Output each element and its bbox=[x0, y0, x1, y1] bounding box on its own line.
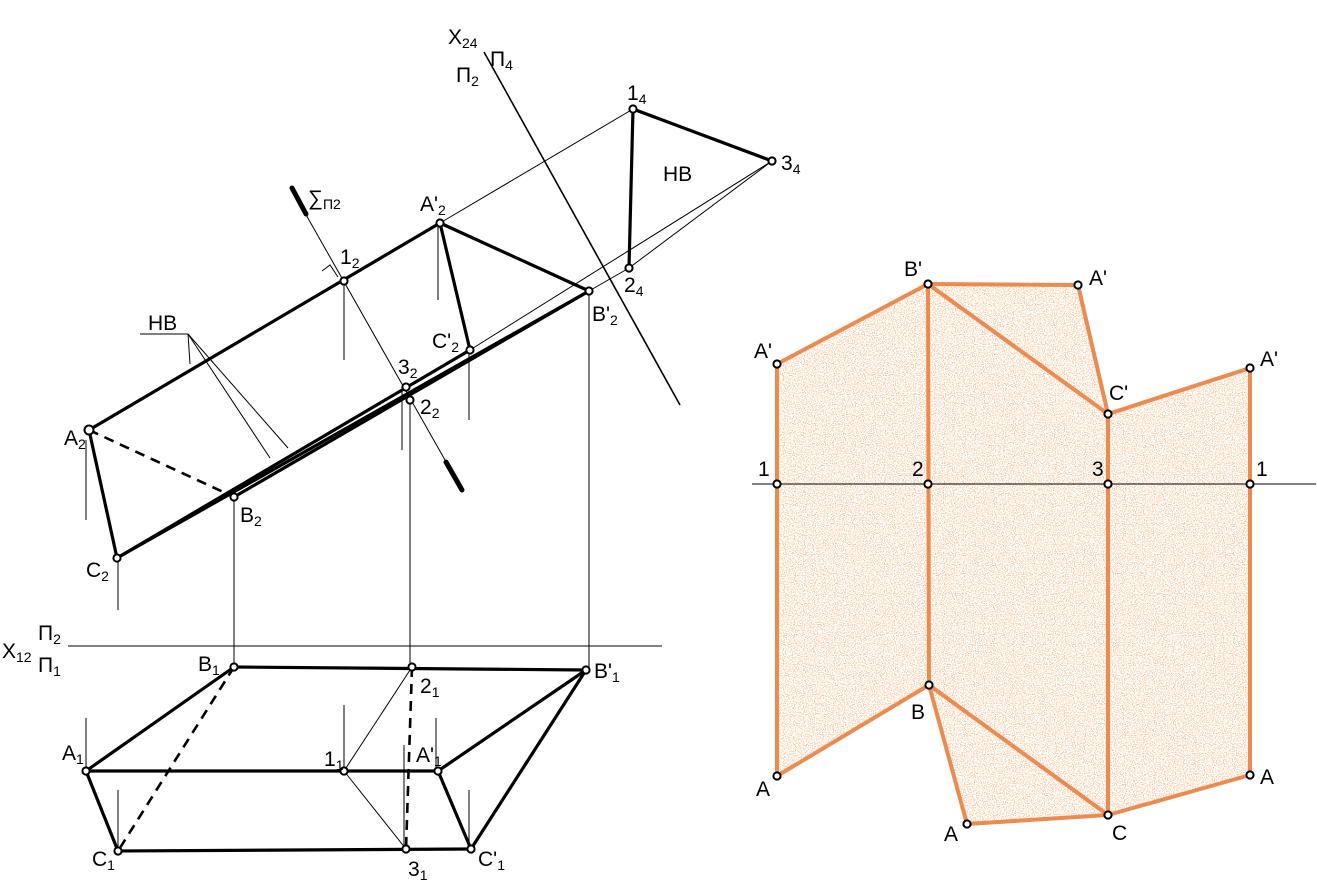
label-1-4: 14 bbox=[627, 82, 647, 107]
nv-leader-2 bbox=[187, 333, 271, 459]
true-shape-24-34 bbox=[628, 160, 773, 269]
edge-A1p-C1p bbox=[436, 769, 473, 851]
label-C2: C2 bbox=[86, 559, 109, 584]
edge-A1-B1 bbox=[84, 665, 236, 773]
label-A2p: A'2 bbox=[420, 193, 446, 218]
label-B2p: B'2 bbox=[592, 303, 618, 328]
label-x12: X12 bbox=[2, 640, 32, 665]
development-points bbox=[772, 279, 1255, 829]
label-nv-left: НВ bbox=[148, 312, 177, 335]
development-edge-Bp-Cp bbox=[926, 282, 1110, 416]
label-B2: B2 bbox=[240, 504, 262, 529]
label-pi2-axis: П2 bbox=[38, 622, 61, 647]
sigma-trace-bottom-mark bbox=[443, 459, 465, 493]
link-line-2 bbox=[588, 267, 630, 292]
sigma-trace-top-mark bbox=[289, 185, 309, 217]
dev-label-A-bottom-left: A bbox=[756, 778, 770, 801]
development-fill bbox=[777, 284, 1250, 824]
label-C2p: C'2 bbox=[432, 330, 459, 355]
dev-label-A-bottom-mid: A bbox=[944, 823, 958, 846]
label-pi1-axis: П1 bbox=[38, 654, 61, 679]
label-A2: A2 bbox=[64, 427, 86, 452]
vertical-ticks bbox=[85, 225, 470, 610]
label-3-1: 31 bbox=[408, 858, 428, 883]
edge-C2-C2p bbox=[115, 348, 472, 560]
label-pi4: П4 bbox=[490, 48, 513, 73]
edge-C1-C1p bbox=[116, 847, 473, 853]
projection-points bbox=[81, 104, 777, 856]
section-11-31 bbox=[343, 770, 407, 850]
link-line-3 bbox=[469, 160, 773, 351]
label-pi2-top: П2 bbox=[456, 64, 479, 89]
label-B1: B1 bbox=[198, 653, 220, 678]
dev-label-C-top: C' bbox=[1109, 382, 1128, 405]
label-A1p: A'1 bbox=[416, 744, 442, 769]
dev-label-A-top-left: A' bbox=[754, 340, 772, 363]
dev-label-A-top-mid: A' bbox=[1089, 267, 1107, 290]
dev-label-1-left: 1 bbox=[758, 458, 770, 481]
label-3-4: 34 bbox=[781, 152, 801, 177]
dev-label-2: 2 bbox=[912, 458, 924, 481]
edge-A1p-B1p bbox=[436, 668, 588, 773]
edge-A1-C1 bbox=[84, 769, 120, 853]
dev-label-1-right: 1 bbox=[1256, 458, 1268, 481]
dev-label-C-bottom: C bbox=[1112, 822, 1127, 845]
sigma-plane-trace bbox=[291, 189, 463, 491]
label-2-4: 24 bbox=[624, 274, 644, 299]
nv-leader-3 bbox=[187, 333, 289, 449]
label-nv-top: НВ bbox=[663, 163, 692, 186]
development-net: A' B' A' C' A' 1 2 3 1 A B A C A bbox=[752, 258, 1316, 846]
dev-label-B-bottom: B bbox=[911, 701, 925, 724]
hidden-edge-21-31 bbox=[404, 666, 414, 850]
right-angle-mark bbox=[321, 264, 339, 278]
axis-x24 bbox=[483, 51, 681, 406]
dev-label-A-top-right: A' bbox=[1260, 348, 1278, 371]
label-x24: X24 bbox=[448, 26, 478, 51]
dev-label-B-top: B' bbox=[904, 258, 922, 281]
development-edge-B-C bbox=[927, 683, 1110, 817]
link-line-1 bbox=[439, 108, 634, 224]
hidden-edge-A2-B2 bbox=[88, 428, 235, 499]
edge-A2-A2p bbox=[87, 221, 442, 432]
section-11-21 bbox=[343, 666, 413, 772]
true-shape-14-24 bbox=[627, 107, 635, 270]
label-A1: A1 bbox=[62, 742, 84, 767]
label-B1p: B'1 bbox=[594, 660, 620, 685]
label-2-1: 21 bbox=[420, 675, 440, 700]
projection-drawing: X24 П2 П4 14 34 24 НВ ∑П2 A'2 B'2 C'2 12… bbox=[2, 26, 801, 883]
edge-B1p-C1p bbox=[469, 668, 588, 851]
nv-leader-1 bbox=[187, 333, 191, 365]
vertical-ticks-p1 bbox=[85, 705, 470, 851]
hidden-edge-B1-C1 bbox=[116, 666, 236, 852]
label-C1: C1 bbox=[92, 848, 115, 873]
label-sigma: ∑П2 bbox=[308, 187, 341, 212]
label-2-2: 22 bbox=[420, 396, 440, 421]
label-3-2: 32 bbox=[398, 356, 418, 381]
true-shape-14-34 bbox=[631, 107, 774, 163]
label-1-1: 11 bbox=[324, 748, 344, 773]
label-1-2: 12 bbox=[340, 246, 360, 271]
dev-label-A-bottom-right: A bbox=[1260, 766, 1274, 789]
label-C1p: C'1 bbox=[478, 848, 505, 873]
dev-label-3: 3 bbox=[1092, 458, 1104, 481]
edge-A2p-C2p bbox=[438, 221, 472, 352]
edge-A2-C2 bbox=[87, 428, 119, 560]
edge-A2p-B2p bbox=[438, 221, 591, 293]
